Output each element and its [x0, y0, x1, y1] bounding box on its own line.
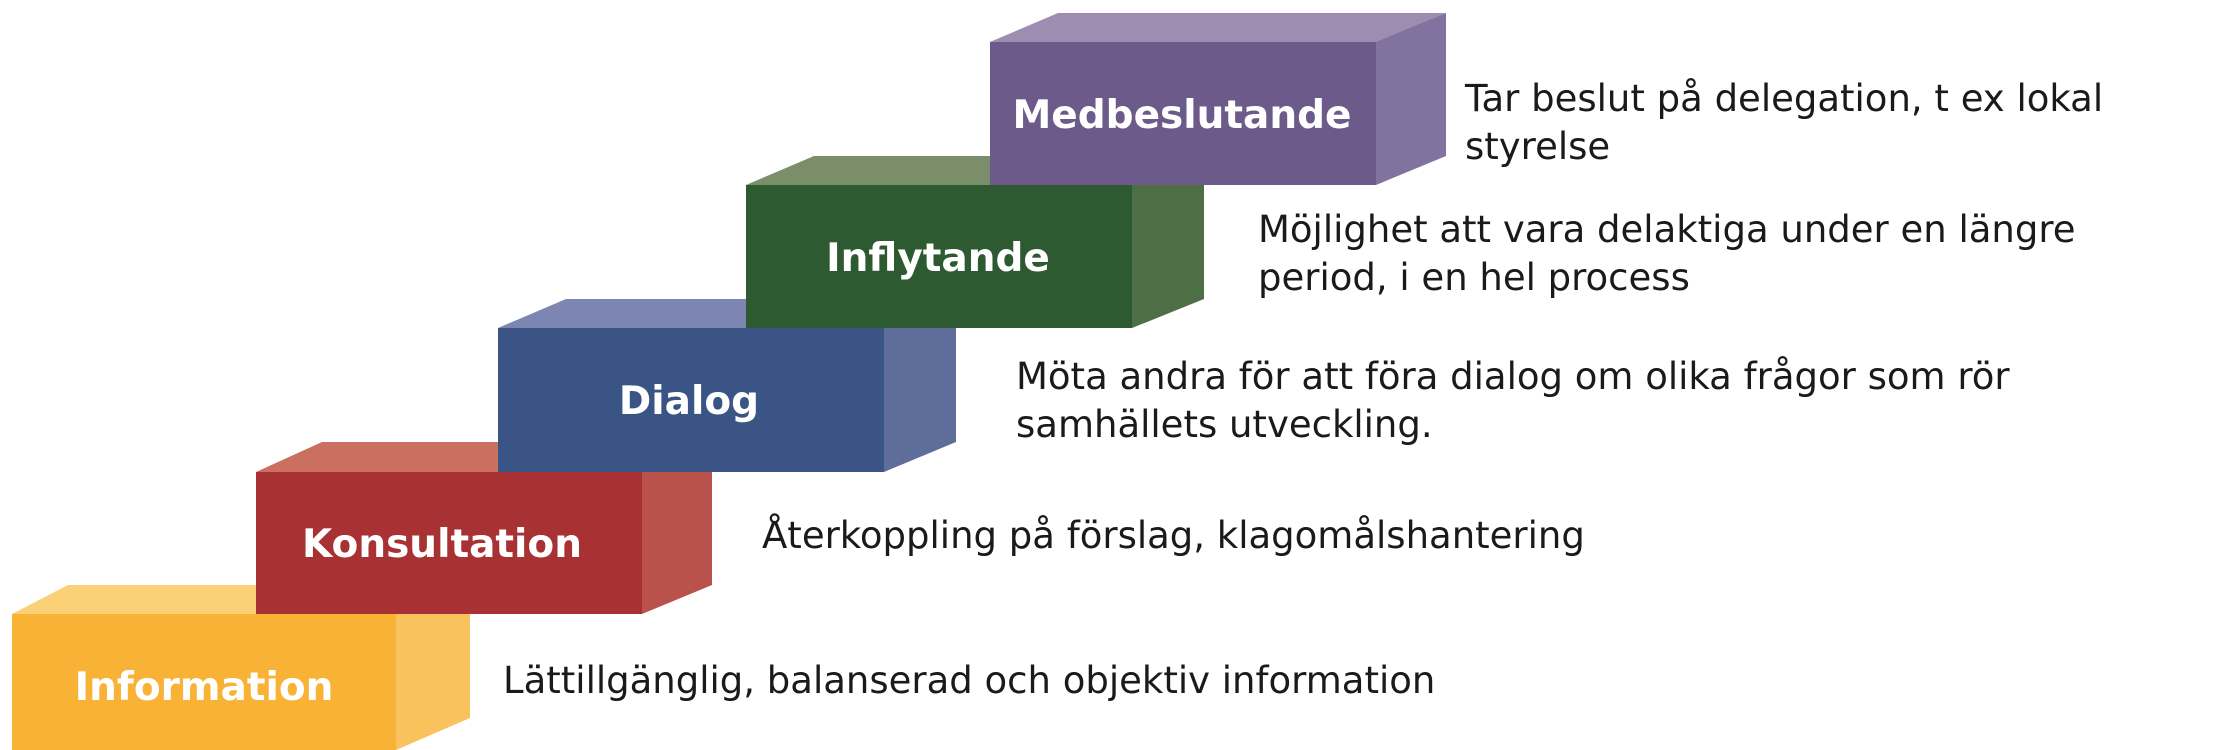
step-medbeslutande-side [1376, 13, 1446, 185]
step-dialog-side [884, 299, 956, 472]
step-inflytande-description: Möjlighet att vara delaktiga under en lä… [1258, 208, 2076, 299]
step-dialog-label: Dialog [619, 379, 759, 424]
step-medbeslutande-front [990, 42, 1376, 185]
step-information-label: Information [75, 665, 334, 710]
step-inflytande-front [746, 185, 1132, 328]
step-konsultation-front [256, 472, 642, 614]
step-inflytande-side [1132, 156, 1204, 328]
step-medbeslutande-label: Medbeslutande [1013, 93, 1352, 138]
step-konsultation-description: Återkoppling på förslag, klagomålshanter… [762, 514, 1585, 557]
step-information-side [396, 585, 470, 750]
step-dialog-front [498, 328, 884, 472]
step-medbeslutande-description: Tar beslut på delegation, t ex lokal sty… [1465, 77, 2104, 168]
step-medbeslutande: Medbeslutande [990, 13, 1446, 185]
step-information: Information [12, 585, 470, 750]
step-inflytande-label: Inflytande [826, 236, 1050, 281]
step-medbeslutande-top [990, 13, 1446, 42]
step-konsultation-label: Konsultation [302, 522, 582, 567]
step-dialog-description: Möta andra för att föra dialog om olika … [1016, 355, 2010, 446]
step-information-description: Lättillgänglig, balanserad och objektiv … [503, 659, 1436, 702]
step-konsultation-side [642, 442, 712, 614]
step-information-front [12, 614, 396, 750]
